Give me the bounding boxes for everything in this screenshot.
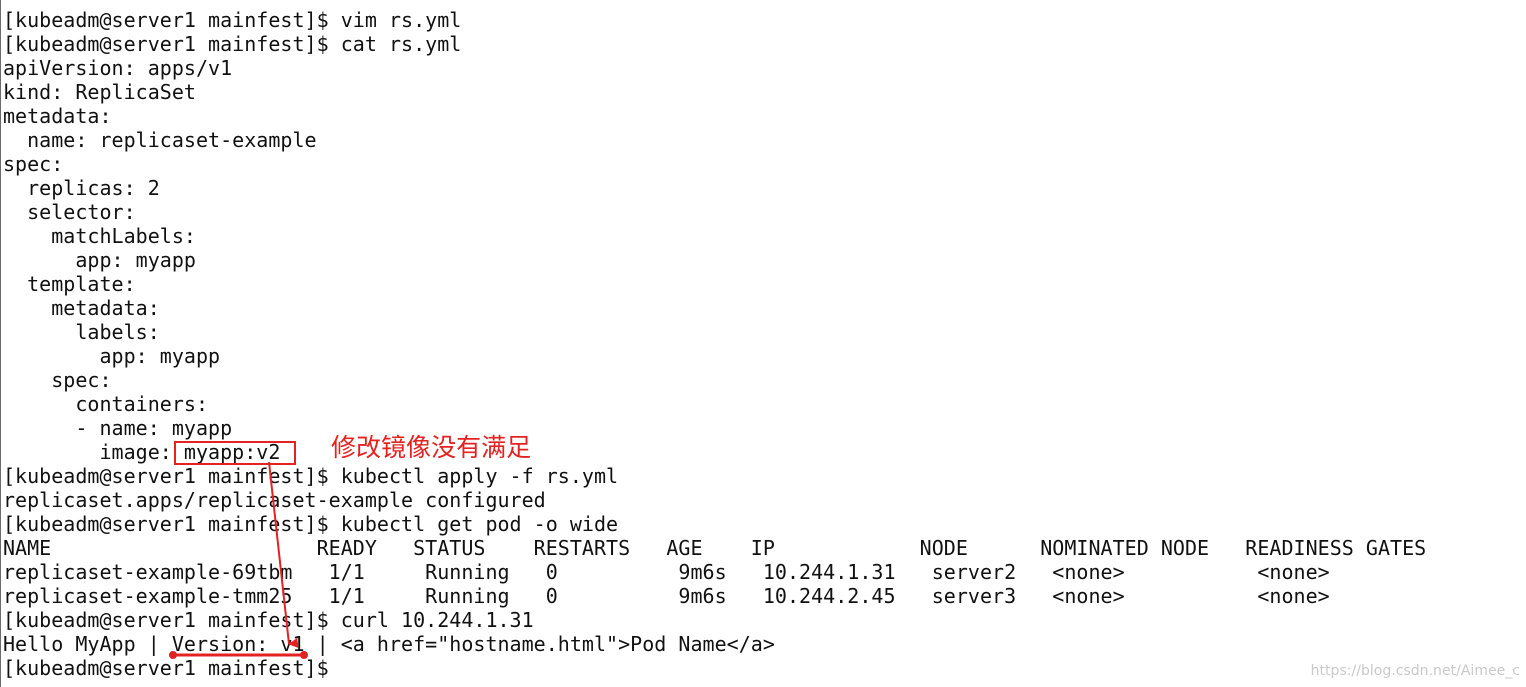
terminal-line: [kubeadm@server1 mainfest]$ curl 10.244.…	[3, 608, 534, 632]
annotation-label: 修改镜像没有满足	[329, 430, 534, 466]
terminal-line: metadata:	[3, 296, 160, 320]
terminal-line: Hello MyApp | Version: v1 | <a href="hos…	[3, 632, 775, 656]
terminal-line: replicaset.apps/replicaset-example confi…	[3, 488, 546, 512]
terminal-line: name: replicaset-example	[3, 128, 317, 152]
terminal-line: app: myapp	[3, 248, 196, 272]
watermark: https://blog.csdn.net/Aimee_c	[1310, 663, 1520, 679]
terminal-line: template:	[3, 272, 136, 296]
terminal-line: kind: ReplicaSet	[3, 80, 196, 104]
terminal-line: [kubeadm@server1 mainfest]$ kubectl appl…	[3, 464, 619, 488]
terminal-line: - name: myapp	[3, 416, 233, 440]
terminal-line: apiVersion: apps/v1	[3, 56, 233, 80]
image-highlight-box	[174, 441, 296, 465]
pod-table-header: NAME READY STATUS RESTARTS AGE IP NODE N…	[3, 536, 1427, 560]
terminal-line: matchLabels:	[3, 224, 196, 248]
terminal-line: spec:	[3, 368, 112, 392]
pod-table-row: replicaset-example-tmm25 1/1 Running 0 9…	[3, 584, 1330, 608]
terminal-line: replicas: 2	[3, 176, 160, 200]
pod-table-row: replicaset-example-69tbm 1/1 Running 0 9…	[3, 560, 1330, 584]
terminal-line: image: myapp:v2	[3, 440, 281, 464]
terminal-line: [kubeadm@server1 mainfest]$ kubectl get …	[3, 512, 619, 536]
terminal-line: containers:	[3, 392, 209, 416]
terminal-line: [kubeadm@server1 mainfest]$ cat rs.yml	[3, 32, 462, 56]
terminal-line: spec:	[3, 152, 64, 176]
terminal-line: selector:	[3, 200, 136, 224]
terminal-output: [kubeadm@server1 mainfest]$ vim rs.yml […	[3, 8, 1426, 680]
terminal-prompt: [kubeadm@server1 mainfest]$	[3, 656, 329, 680]
terminal-line: app: myapp	[3, 344, 221, 368]
terminal-line: labels:	[3, 320, 160, 344]
terminal-line: [kubeadm@server1 mainfest]$ vim rs.yml	[3, 8, 462, 32]
terminal-line: metadata:	[3, 104, 112, 128]
